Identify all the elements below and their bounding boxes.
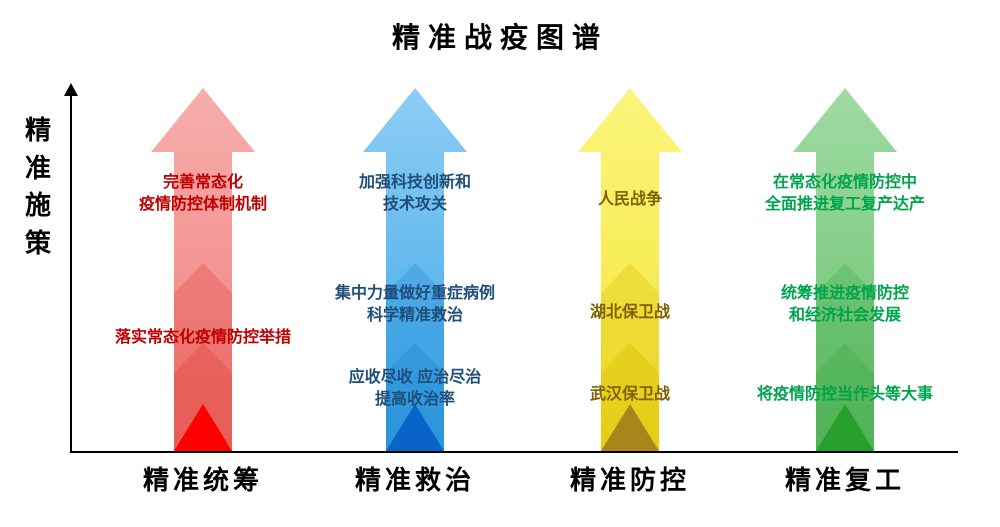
category-label-fugong: 精准复工	[784, 465, 905, 495]
arrow-green-chevron-1	[816, 263, 874, 451]
arrow-red-tip	[174, 404, 232, 451]
arrow-blue	[363, 88, 467, 451]
arrow-yellow-body	[578, 88, 682, 451]
category-label-tongchou: 精准统筹	[142, 465, 263, 495]
y-axis-label: 精准施策	[24, 115, 51, 259]
label-red-2: 落实常态化疫情防控举措	[114, 329, 291, 346]
label-blue-3: 应收尽收 应治尽治 提高收治率	[348, 369, 482, 409]
y-axis-arrowhead	[64, 83, 78, 96]
arrow-blue-body	[363, 88, 467, 451]
arrow-green-tip	[816, 404, 874, 451]
arrow-yellow	[578, 88, 682, 451]
arrow-yellow-chevron-1	[601, 263, 659, 451]
label-green-1: 在常态化疫情防控中 全面推进复工复产达产	[764, 174, 925, 214]
label-yellow-1: 人民战争	[597, 191, 662, 208]
label-blue-1: 加强科技创新和 技术攻关	[358, 174, 471, 214]
x-axis-line	[70, 451, 958, 453]
arrow-green-body	[793, 88, 897, 451]
arrow-blue-chevron-1	[386, 263, 444, 451]
arrow-yellow-tip	[601, 404, 659, 451]
arrow-green-chevron-2	[816, 343, 874, 451]
arrow-red-body	[151, 88, 255, 451]
category-label-jiuzhi: 精准救治	[354, 465, 475, 495]
label-green-3: 将疫情防控当作头等大事	[756, 386, 933, 403]
label-yellow-3: 武汉保卫战	[589, 386, 670, 403]
arrow-red-chevron-2	[174, 343, 232, 451]
label-yellow-2: 湖北保卫战	[589, 304, 670, 321]
arrow-red-chevron-1	[174, 263, 232, 451]
y-axis-line	[70, 96, 72, 451]
label-blue-2: 集中力量做好重症病例 科学精准救治	[334, 285, 495, 325]
arrow-green	[793, 88, 897, 451]
category-label-fangkong: 精准防控	[569, 465, 690, 495]
label-green-2: 统筹推进疫情防控 和经济社会发展	[780, 285, 909, 325]
page-title: 精准战疫图谱	[391, 22, 608, 53]
arrow-yellow-chevron-2	[601, 343, 659, 451]
arrow-blue-chevron-2	[386, 343, 444, 451]
arrow-blue-tip	[386, 404, 444, 451]
label-red-1: 完善常态化 疫情防控体制机制	[138, 174, 267, 214]
arrow-red	[151, 88, 255, 451]
